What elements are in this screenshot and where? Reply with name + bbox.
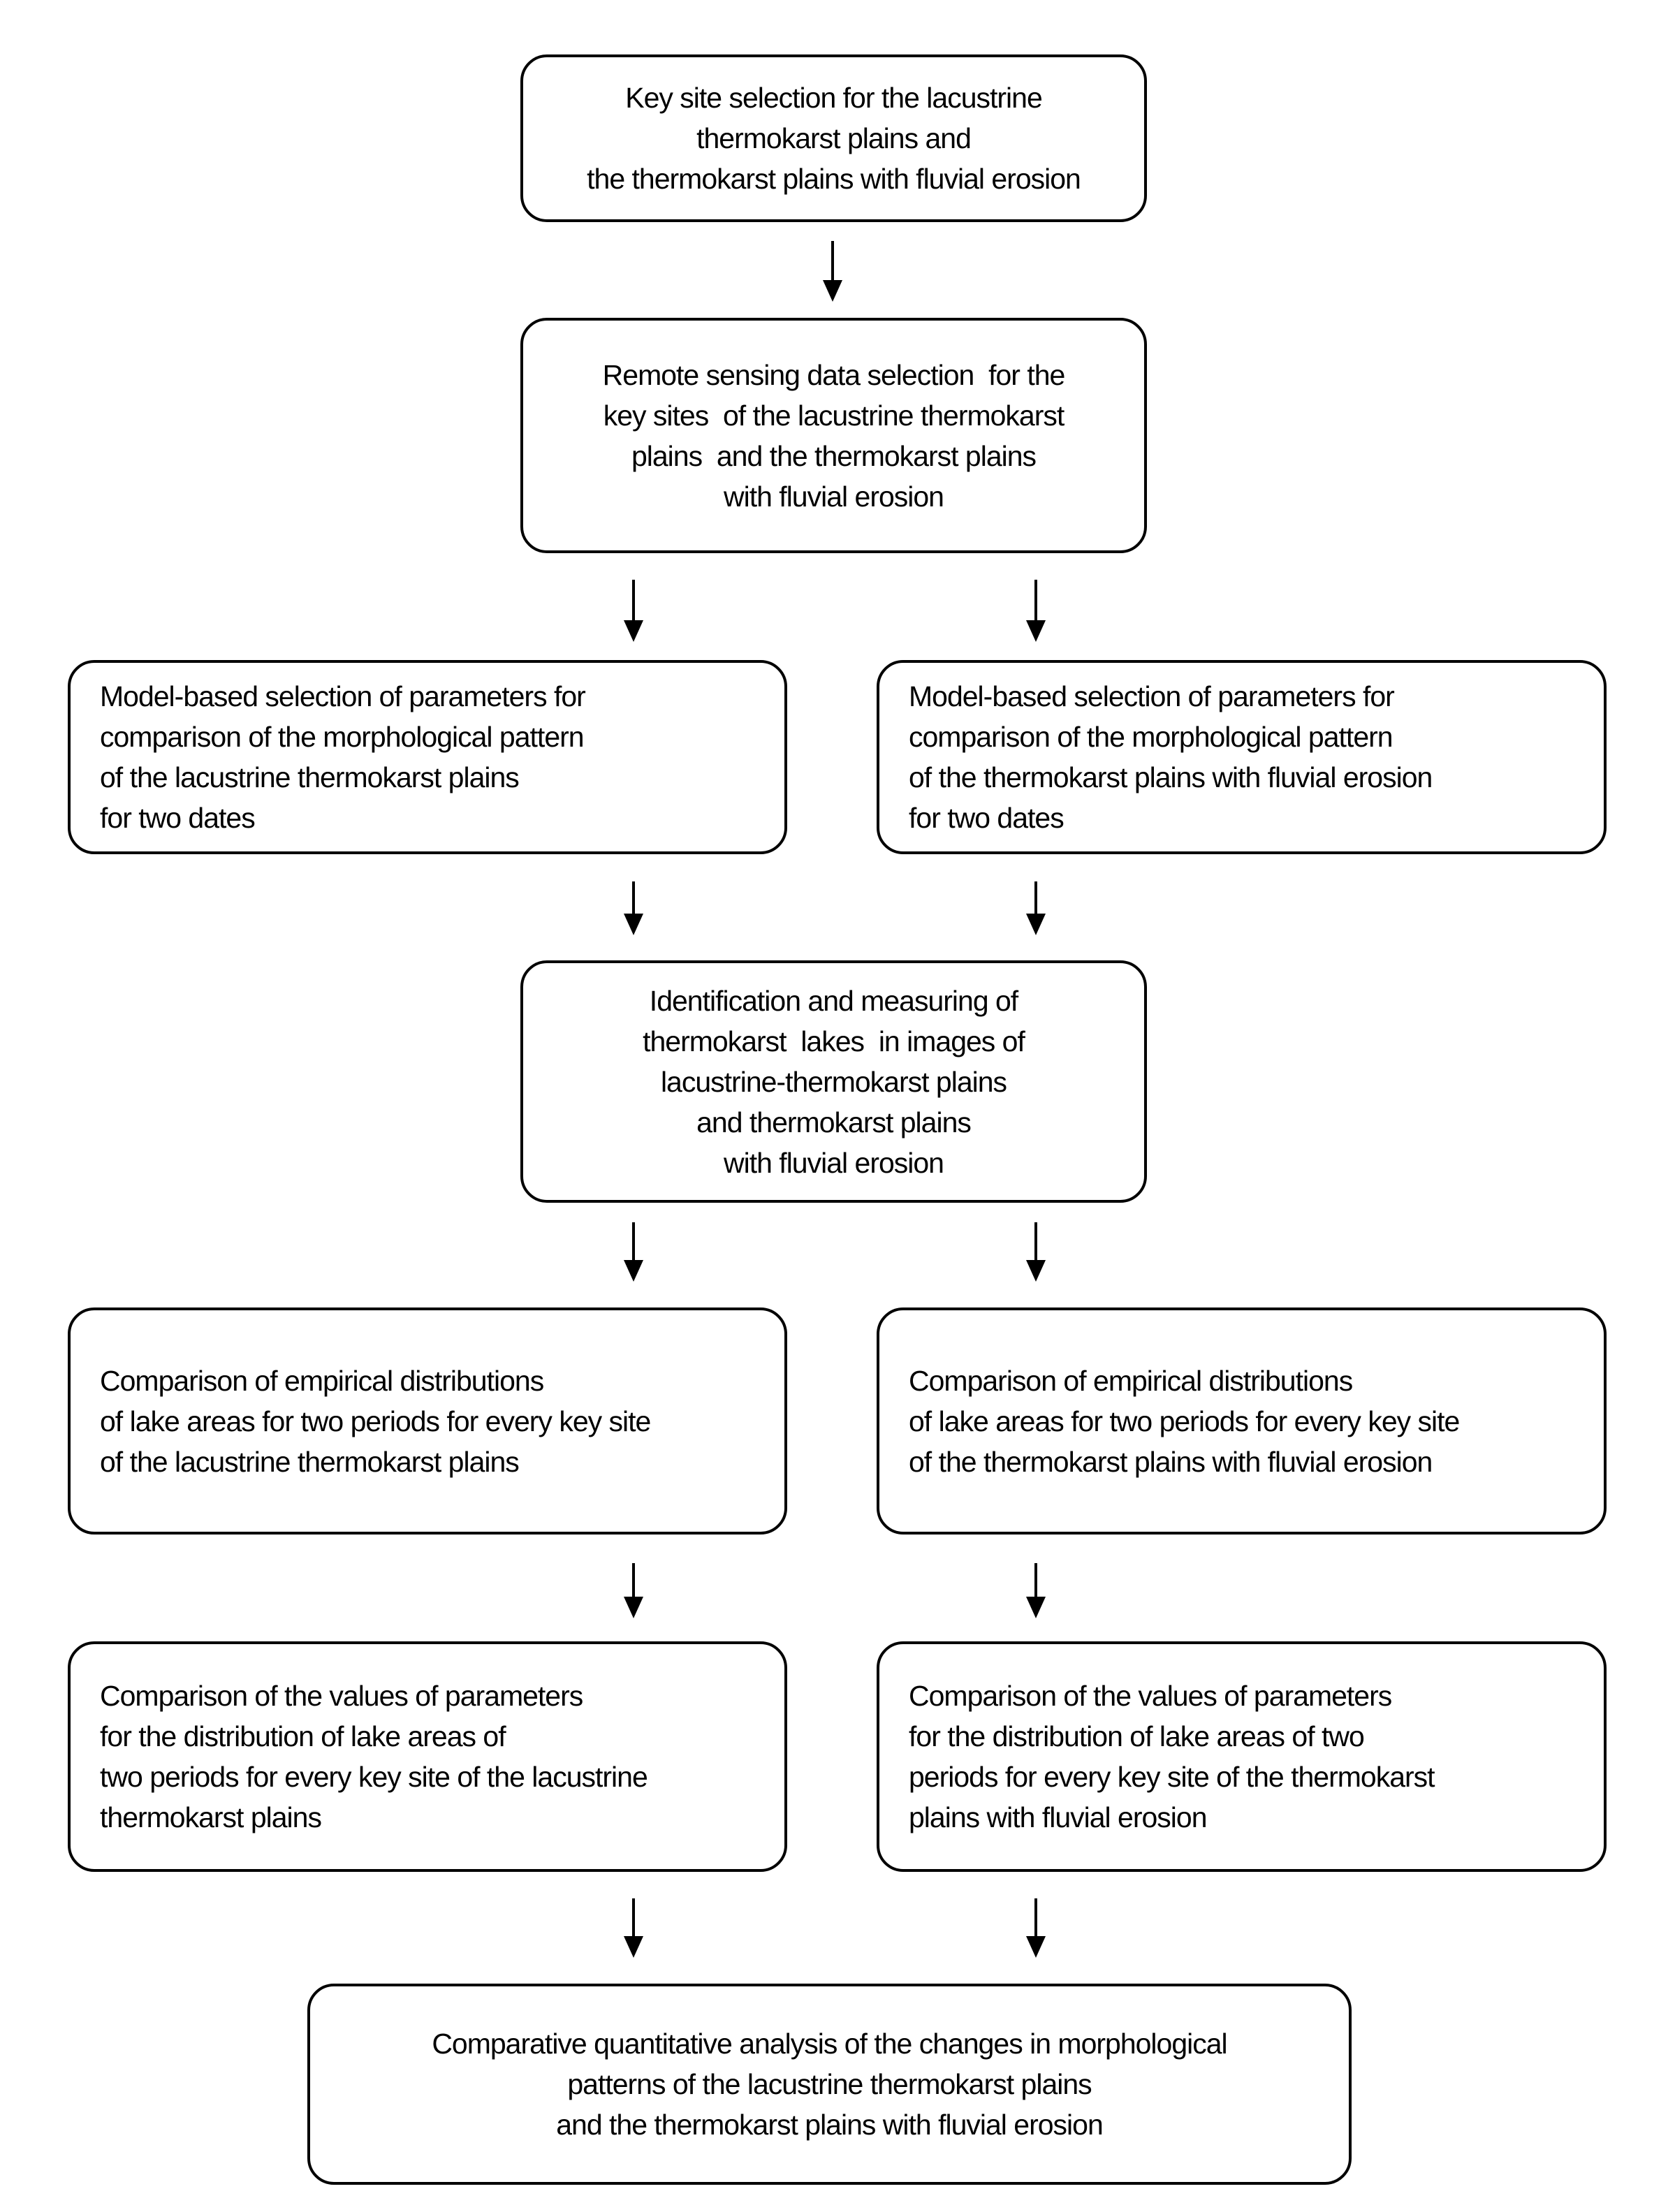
box-text-line: of lake areas for two periods for every … [100,1405,651,1437]
flow-arrow-down [1026,1898,1046,1958]
flow-arrow-down [624,1898,643,1958]
box-text-line: Comparison of empirical distributions [100,1364,544,1397]
box-text-line: for two dates [909,802,1065,834]
box-text-line: Comparison of empirical distributions [909,1364,1353,1397]
box-text-line: plains and the thermokarst plains [631,439,1037,472]
box-text-line: Identification and measuring of [649,984,1018,1017]
arrow-head-icon [823,280,842,302]
arrow-shaft [1034,1222,1037,1260]
flow-arrow-down [624,1222,643,1282]
box-text-line: of the thermokarst plains with fluvial e… [909,761,1433,793]
box-text-line: for the distribution of lake areas of [100,1720,506,1752]
box-text-line: key sites of the lacustrine thermokarst [603,399,1065,432]
flow-arrow-down [624,881,643,935]
box-text-line: Comparative quantitative analysis of the… [432,2028,1227,2060]
box-text-line: of the thermokarst plains with fluvial e… [909,1445,1433,1478]
box-text-line: and the thermokarst plains with fluvial … [556,2109,1104,2141]
box-text-line: plains with fluvial erosion [909,1801,1208,1833]
flowchart-box-model-selection-lacustrine: Model-based selection of parameters for … [68,660,787,854]
box-text-line: thermokarst plains [100,1801,322,1833]
arrow-shaft [632,1222,635,1260]
flowchart-box-remote-sensing-selection: Remote sensing data selection for the ke… [520,318,1147,553]
box-text-line: for the distribution of lake areas of tw… [909,1720,1365,1752]
arrow-shaft [831,241,834,280]
box-text-line: lacustrine-thermokarst plains [660,1065,1007,1098]
flow-arrow-down [624,1563,643,1618]
flowchart-box-empirical-distributions-lacustrine: Comparison of empirical distributions of… [68,1308,787,1535]
arrow-head-icon [1026,1936,1046,1958]
arrow-shaft [632,580,635,620]
box-text-line: Remote sensing data selection for the [602,358,1066,391]
box-text-line: Comparison of the values of parameters [909,1680,1392,1712]
box-text-line: Model-based selection of parameters for [909,680,1395,712]
flowchart-box-model-selection-fluvial: Model-based selection of parameters for … [877,660,1607,854]
arrow-head-icon [1026,620,1046,642]
flow-arrow-down [1026,881,1046,935]
arrow-head-icon [1026,1597,1046,1618]
flowchart-box-empirical-distributions-fluvial: Comparison of empirical distributions of… [877,1308,1607,1535]
flow-arrow-down [1026,1222,1046,1282]
arrow-shaft [1034,881,1037,914]
flowchart-box-identification-measuring: Identification and measuring of thermoka… [520,960,1147,1203]
flowchart-box-comparative-analysis: Comparative quantitative analysis of the… [307,1984,1352,2185]
box-text-line: Model-based selection of parameters for [100,680,586,712]
arrow-head-icon [624,1260,643,1282]
box-text-line: patterns of the lacustrine thermokarst p… [567,2068,1092,2100]
box-text-line: two periods for every key site of the la… [100,1761,648,1793]
box-text-line: and thermokarst plains [696,1106,972,1138]
flowchart-box-parameter-values-fluvial: Comparison of the values of parameters f… [877,1641,1607,1872]
arrow-shaft [632,1563,635,1597]
flow-arrow-down [823,241,842,302]
box-text-line: thermokarst plains and [696,122,972,154]
box-text-line: periods for every key site of the thermo… [909,1761,1435,1793]
box-text-line: comparison of the morphological pattern [909,721,1393,753]
arrow-shaft [632,1898,635,1936]
arrow-shaft [1034,1898,1037,1936]
flow-arrow-down [1026,580,1046,642]
arrow-head-icon [624,1597,643,1618]
flowchart-box-parameter-values-lacustrine: Comparison of the values of parameters f… [68,1641,787,1872]
flow-arrow-down [1026,1563,1046,1618]
box-text-line: comparison of the morphological pattern [100,721,585,753]
box-text-line: of the lacustrine thermokarst plains [100,1445,520,1478]
arrow-shaft [632,881,635,914]
arrow-head-icon [624,620,643,642]
box-text-line: Key site selection for the lacustrine [625,82,1043,114]
arrow-shaft [1034,580,1037,620]
box-text-line: of the lacustrine thermokarst plains [100,761,520,793]
box-text-line: the thermokarst plains with fluvial eros… [587,163,1081,195]
box-text-line: thermokarst lakes in images of [643,1025,1025,1057]
box-text-line: Comparison of the values of parameters [100,1680,583,1712]
flowchart-box-key-site-selection: Key site selection for the lacustrine th… [520,54,1147,222]
arrow-head-icon [1026,914,1046,935]
flow-arrow-down [624,580,643,642]
box-text-line: with fluvial erosion [724,1146,944,1179]
arrow-shaft [1034,1563,1037,1597]
box-text-line: of lake areas for two periods for every … [909,1405,1460,1437]
arrow-head-icon [1026,1260,1046,1282]
box-text-line: with fluvial erosion [724,480,944,513]
box-text-line: for two dates [100,802,256,834]
arrow-head-icon [624,914,643,935]
arrow-head-icon [624,1936,643,1958]
